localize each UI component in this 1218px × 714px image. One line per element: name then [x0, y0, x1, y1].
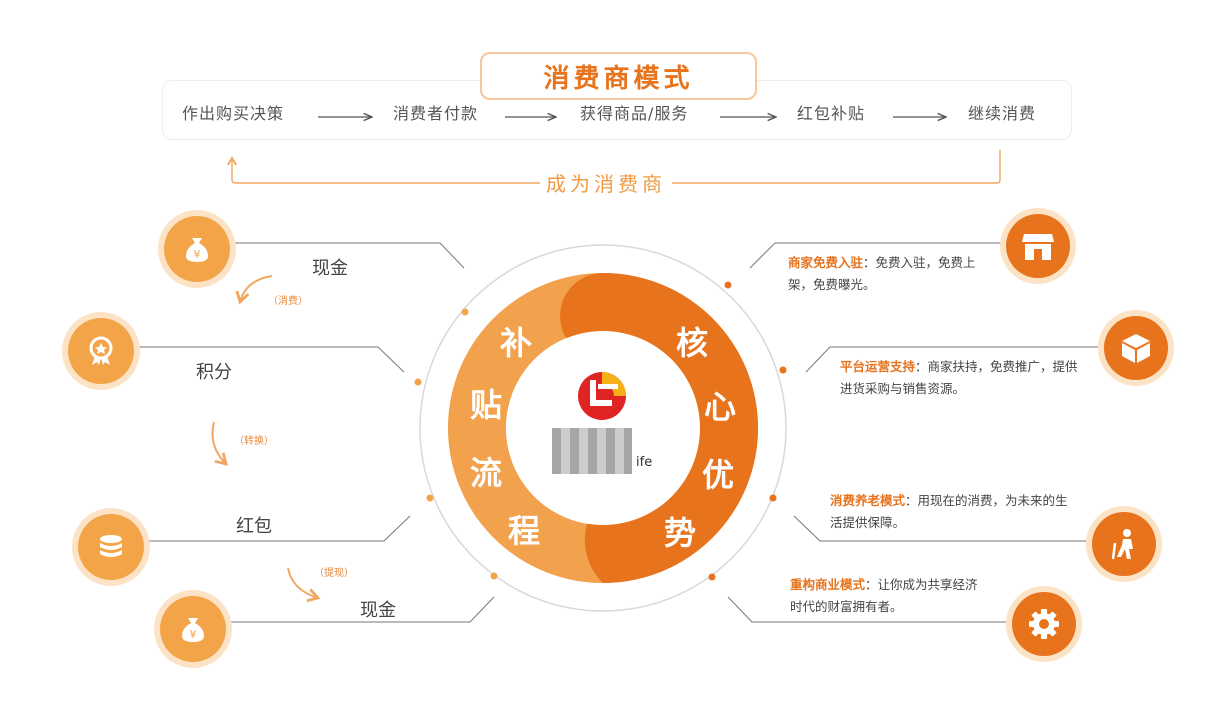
svg-text:¥: ¥ [194, 248, 201, 261]
advantage-4-desc: ：让你成为共享经济时代的财富拥有者。 [790, 577, 978, 614]
box-icon [1104, 316, 1168, 380]
right-line-4 [727, 596, 1010, 623]
outer-ring [419, 244, 787, 612]
svg-text:¥: ¥ [190, 628, 197, 641]
redpacket-icon-badge [72, 508, 150, 586]
points-icon-badge [62, 312, 140, 390]
ring-char-cheng: 程 [508, 512, 541, 550]
right-line-1 [749, 242, 1005, 269]
ring-char-you: 优 [702, 456, 735, 494]
cash-icon-badge-1: ¥ [158, 210, 236, 288]
money-bag-icon: ¥ [164, 216, 230, 282]
advantage-2-text: 平台运营支持：商家扶持，免费推广，提供进货采购与销售资源。 [840, 356, 1090, 400]
advantage-1-badge [1000, 208, 1076, 284]
ring-char-he: 核 [676, 324, 709, 362]
flow-label-4: 现金 [360, 600, 396, 621]
brand-logo-icon [574, 370, 634, 422]
flow-label-3: 红包 [236, 516, 272, 537]
advantage-4-text: 重构商业模式：让你成为共享经济时代的财富拥有者。 [790, 574, 980, 618]
money-bag-icon: ¥ [160, 596, 226, 662]
step-5: 继续消费 [968, 104, 1037, 123]
transition-tag-1: （消费） [268, 296, 308, 307]
left-line-4 [222, 596, 495, 623]
step-4: 红包补贴 [797, 104, 866, 123]
step-1: 作出购买决策 [182, 104, 285, 123]
advantage-1-title: 商家免费入驻 [788, 255, 864, 270]
left-line-3 [140, 515, 411, 542]
advantage-1-text: 商家免费入驻：免费入驻，免费上架，免费曝光。 [788, 252, 998, 296]
flow-label-2: 积分 [196, 362, 232, 383]
advantage-2-desc: ：商家扶持，免费推广，提供进货采购与销售资源。 [840, 359, 1078, 396]
ring-char-shi: 势 [664, 514, 697, 552]
ring-char-tie: 贴 [470, 386, 503, 424]
flow-label-1: 现金 [312, 258, 348, 279]
transition-arrow-2 [211, 421, 227, 464]
cash-icon-badge-2: ¥ [154, 590, 232, 668]
advantage-3-text: 消费养老模式：用现在的消费，为未来的生活提供保障。 [830, 490, 1070, 534]
advantage-4-badge [1006, 586, 1082, 662]
loop-label: 成为消费商 [540, 168, 672, 197]
transition-arrow-1 [240, 275, 273, 302]
advantage-3-badge [1086, 506, 1162, 582]
step-3: 获得商品/服务 [580, 104, 689, 123]
ring-char-bu: 补 [500, 324, 533, 362]
coin-stack-icon [78, 514, 144, 580]
right-line-3 [793, 515, 1092, 542]
right-line-2 [805, 346, 1102, 373]
medal-icon [68, 318, 134, 384]
storefront-icon [1006, 214, 1070, 278]
model-title: 消费商模式 [480, 52, 757, 100]
transition-arrow-3 [287, 567, 318, 598]
advantage-3-title: 消费养老模式 [830, 493, 906, 508]
ring-char-liu: 流 [470, 454, 503, 492]
advantage-2-title: 平台运营支持 [840, 359, 916, 374]
blurred-brand-name [552, 428, 632, 474]
left-line-2 [132, 346, 405, 373]
ring-char-xin: 心 [704, 388, 737, 426]
transition-tag-3: （提现） [314, 568, 354, 579]
logo-caption: ife [636, 455, 653, 470]
advantage-4-title: 重构商业模式 [790, 577, 866, 592]
transition-tag-2: （转换） [234, 436, 274, 447]
advantage-1-desc: ：免费入驻，免费上架，免费曝光。 [788, 255, 976, 292]
left-line-1 [228, 242, 465, 269]
advantage-3-desc: ：用现在的消费，为未来的生活提供保障。 [830, 493, 1068, 530]
step-2: 消费者付款 [393, 104, 479, 123]
advantage-2-badge [1098, 310, 1174, 386]
elder-person-icon [1092, 512, 1156, 576]
gear-icon [1012, 592, 1076, 656]
